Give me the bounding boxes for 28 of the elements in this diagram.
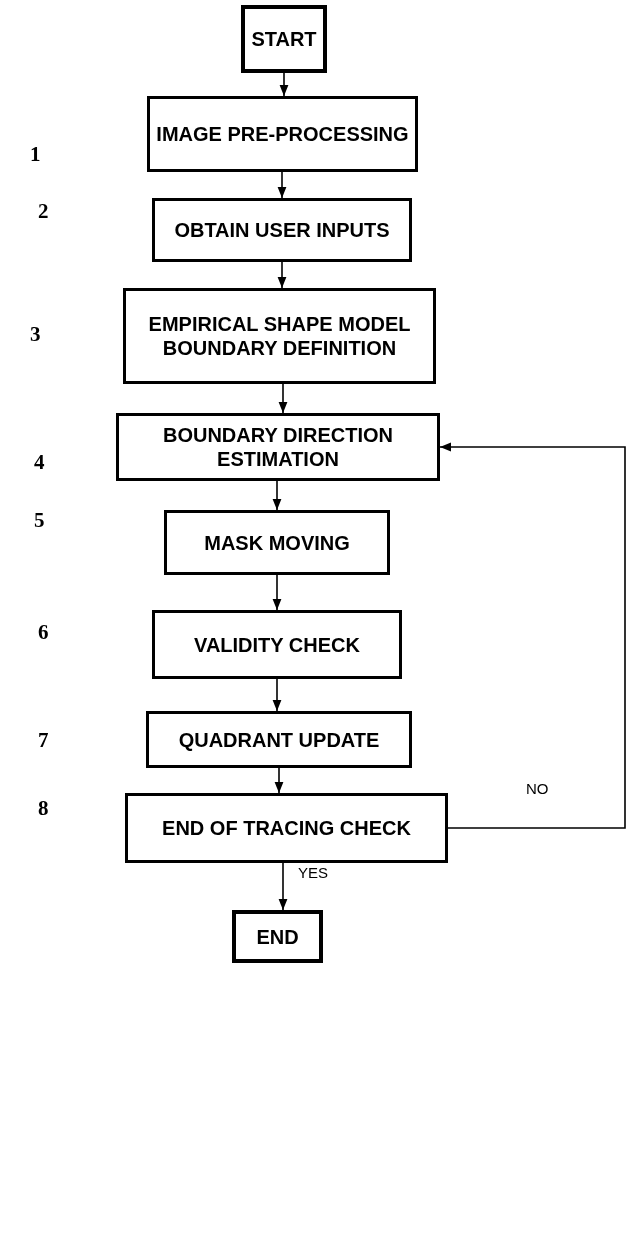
step-number: 5 — [34, 508, 45, 533]
step-number: 8 — [38, 796, 49, 821]
step-number: 3 — [30, 322, 41, 347]
arrow — [278, 383, 288, 414]
arrow — [274, 767, 284, 794]
arrow — [279, 72, 289, 97]
step-number: 6 — [38, 620, 49, 645]
arrow — [272, 678, 282, 712]
process-box: MASK MOVING — [164, 510, 390, 575]
process-box: EMPIRICAL SHAPE MODEL BOUNDARY DEFINITION — [123, 288, 436, 384]
process-box: IMAGE PRE-PROCESSING — [147, 96, 418, 172]
step-number: 1 — [30, 142, 41, 167]
arrow — [439, 442, 626, 829]
step-number: 2 — [38, 199, 49, 224]
arrow — [278, 862, 288, 911]
arrow — [272, 480, 282, 511]
arrow — [277, 171, 287, 199]
process-box: OBTAIN USER INPUTS — [152, 198, 412, 262]
step-number: 7 — [38, 728, 49, 753]
process-box: QUADRANT UPDATE — [146, 711, 412, 768]
arrow — [272, 574, 282, 611]
process-box: BOUNDARY DIRECTION ESTIMATION — [116, 413, 440, 481]
terminal-box: START — [241, 5, 327, 73]
terminal-box: END — [232, 910, 323, 963]
process-box: END OF TRACING CHECK — [125, 793, 448, 863]
process-box: VALIDITY CHECK — [152, 610, 402, 679]
step-number: 4 — [34, 450, 45, 475]
arrow — [277, 261, 287, 289]
